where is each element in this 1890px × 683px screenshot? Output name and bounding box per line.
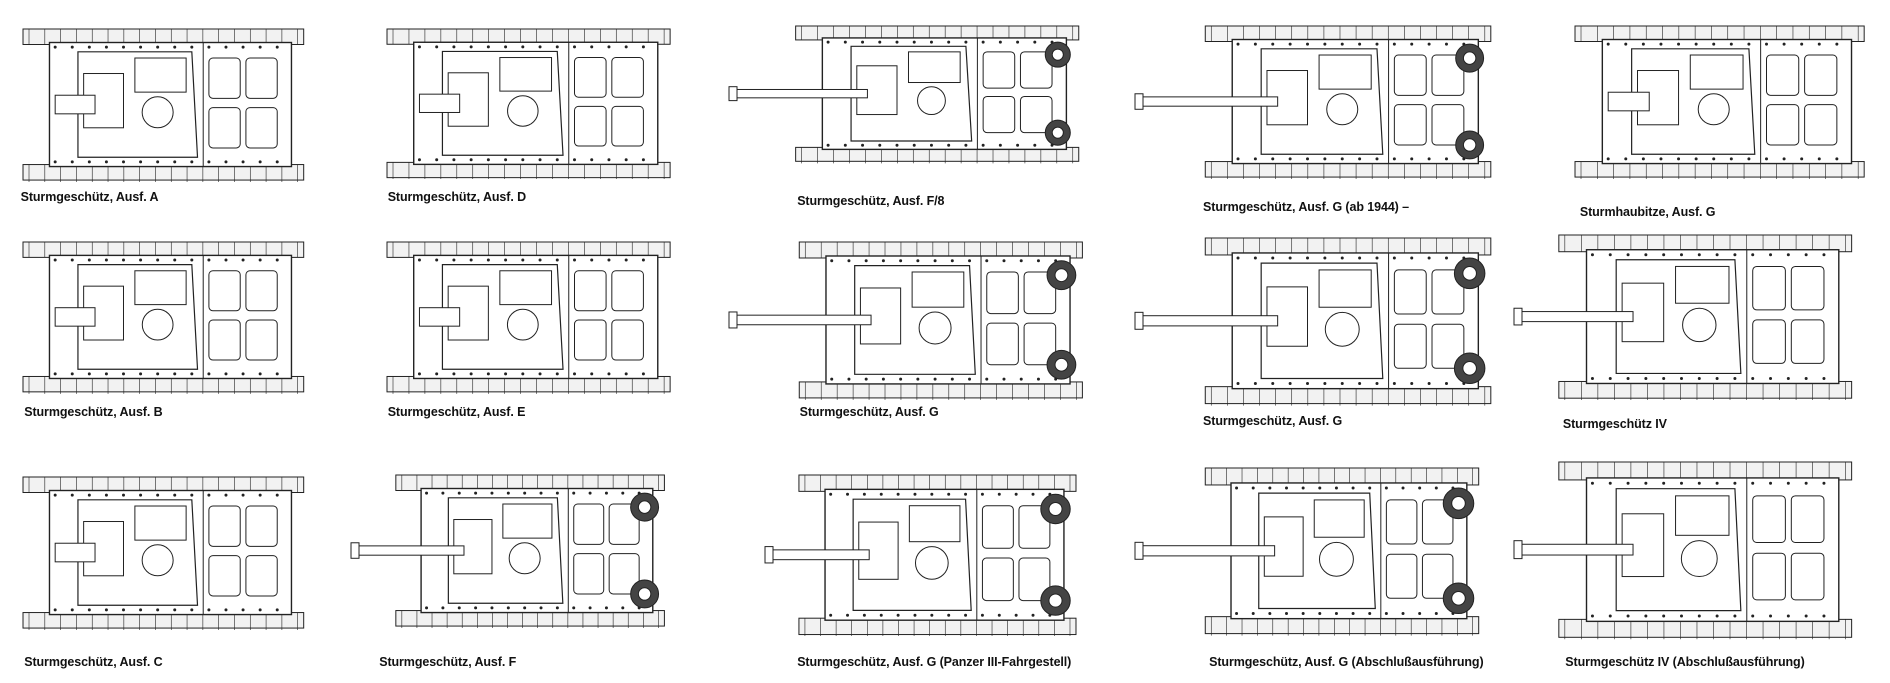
vehicle-caption: Sturmgeschütz, Ausf. G (Panzer III-Fahrg…: [797, 655, 1072, 670]
vehicle-caption: Sturmgeschütz, Ausf. B: [24, 404, 163, 419]
gun-barrel: [728, 86, 868, 102]
vehicle-caption: Sturmhaubitze, Ausf. G: [1579, 204, 1716, 219]
vehicle-drawing-stug-g-p3: [763, 473, 1078, 637]
vehicle-caption: Sturmgeschütz, Ausf. G: [1203, 414, 1343, 429]
vehicle-drawing-stug-iv: [1512, 233, 1854, 400]
gun-barrel: [1513, 540, 1634, 560]
vehicle-caption: Sturmgeschütz, Ausf. G: [799, 404, 939, 419]
vehicle-drawing-stug-b: [21, 240, 306, 394]
vehicle-drawing-stug-e: [385, 240, 672, 394]
vehicle-drawing-stug-c: [21, 475, 306, 630]
vehicle-drawing-stug-g-2: [1133, 236, 1493, 406]
vehicle-drawing-stug-f8: [727, 24, 1081, 164]
vehicle-drawing-stug-f: [349, 473, 666, 628]
vehicle-caption: Sturmgeschütz, Ausf. A: [20, 190, 159, 205]
vehicle-caption: Sturmgeschütz, Ausf. F/8: [797, 193, 945, 208]
vehicle-drawing-stug-g: [727, 240, 1084, 400]
gun-barrel: [1513, 307, 1634, 326]
vehicle-caption: Sturmgeschütz, Ausf. C: [24, 655, 163, 670]
gun-barrel: [1134, 93, 1278, 111]
vehicle-caption: Sturmgeschütz IV: [1562, 416, 1667, 431]
vehicle-drawing-stug-g-final: [1133, 466, 1481, 637]
vehicle-caption: Sturmgeschütz, Ausf. G (ab 1944) –: [1203, 199, 1409, 214]
gun-barrel: [350, 541, 465, 559]
vehicle-drawing-stuh-g: [1573, 24, 1866, 180]
vehicle-drawing-stug-d: [385, 27, 672, 180]
vehicle-drawing-stug-g-1944: [1133, 24, 1493, 180]
gun-barrel: [764, 545, 870, 563]
vehicle-caption: Sturmgeschütz IV (Abschlußausführung): [1565, 655, 1805, 670]
vehicle-drawing-stug-a: [21, 27, 306, 182]
gun-barrel: [728, 311, 872, 329]
gun-barrel: [1134, 542, 1275, 561]
vehicle-caption: Sturmgeschütz, Ausf. F: [379, 655, 517, 670]
gun-barrel: [1134, 312, 1278, 331]
vehicle-caption: Sturmgeschütz, Ausf. G (Abschlußausführu…: [1209, 655, 1484, 670]
vehicle-caption: Sturmgeschütz, Ausf. E: [387, 404, 526, 419]
vehicle-caption: Sturmgeschütz, Ausf. D: [387, 190, 527, 205]
vehicle-drawing-stug-iv-final: [1512, 460, 1854, 640]
